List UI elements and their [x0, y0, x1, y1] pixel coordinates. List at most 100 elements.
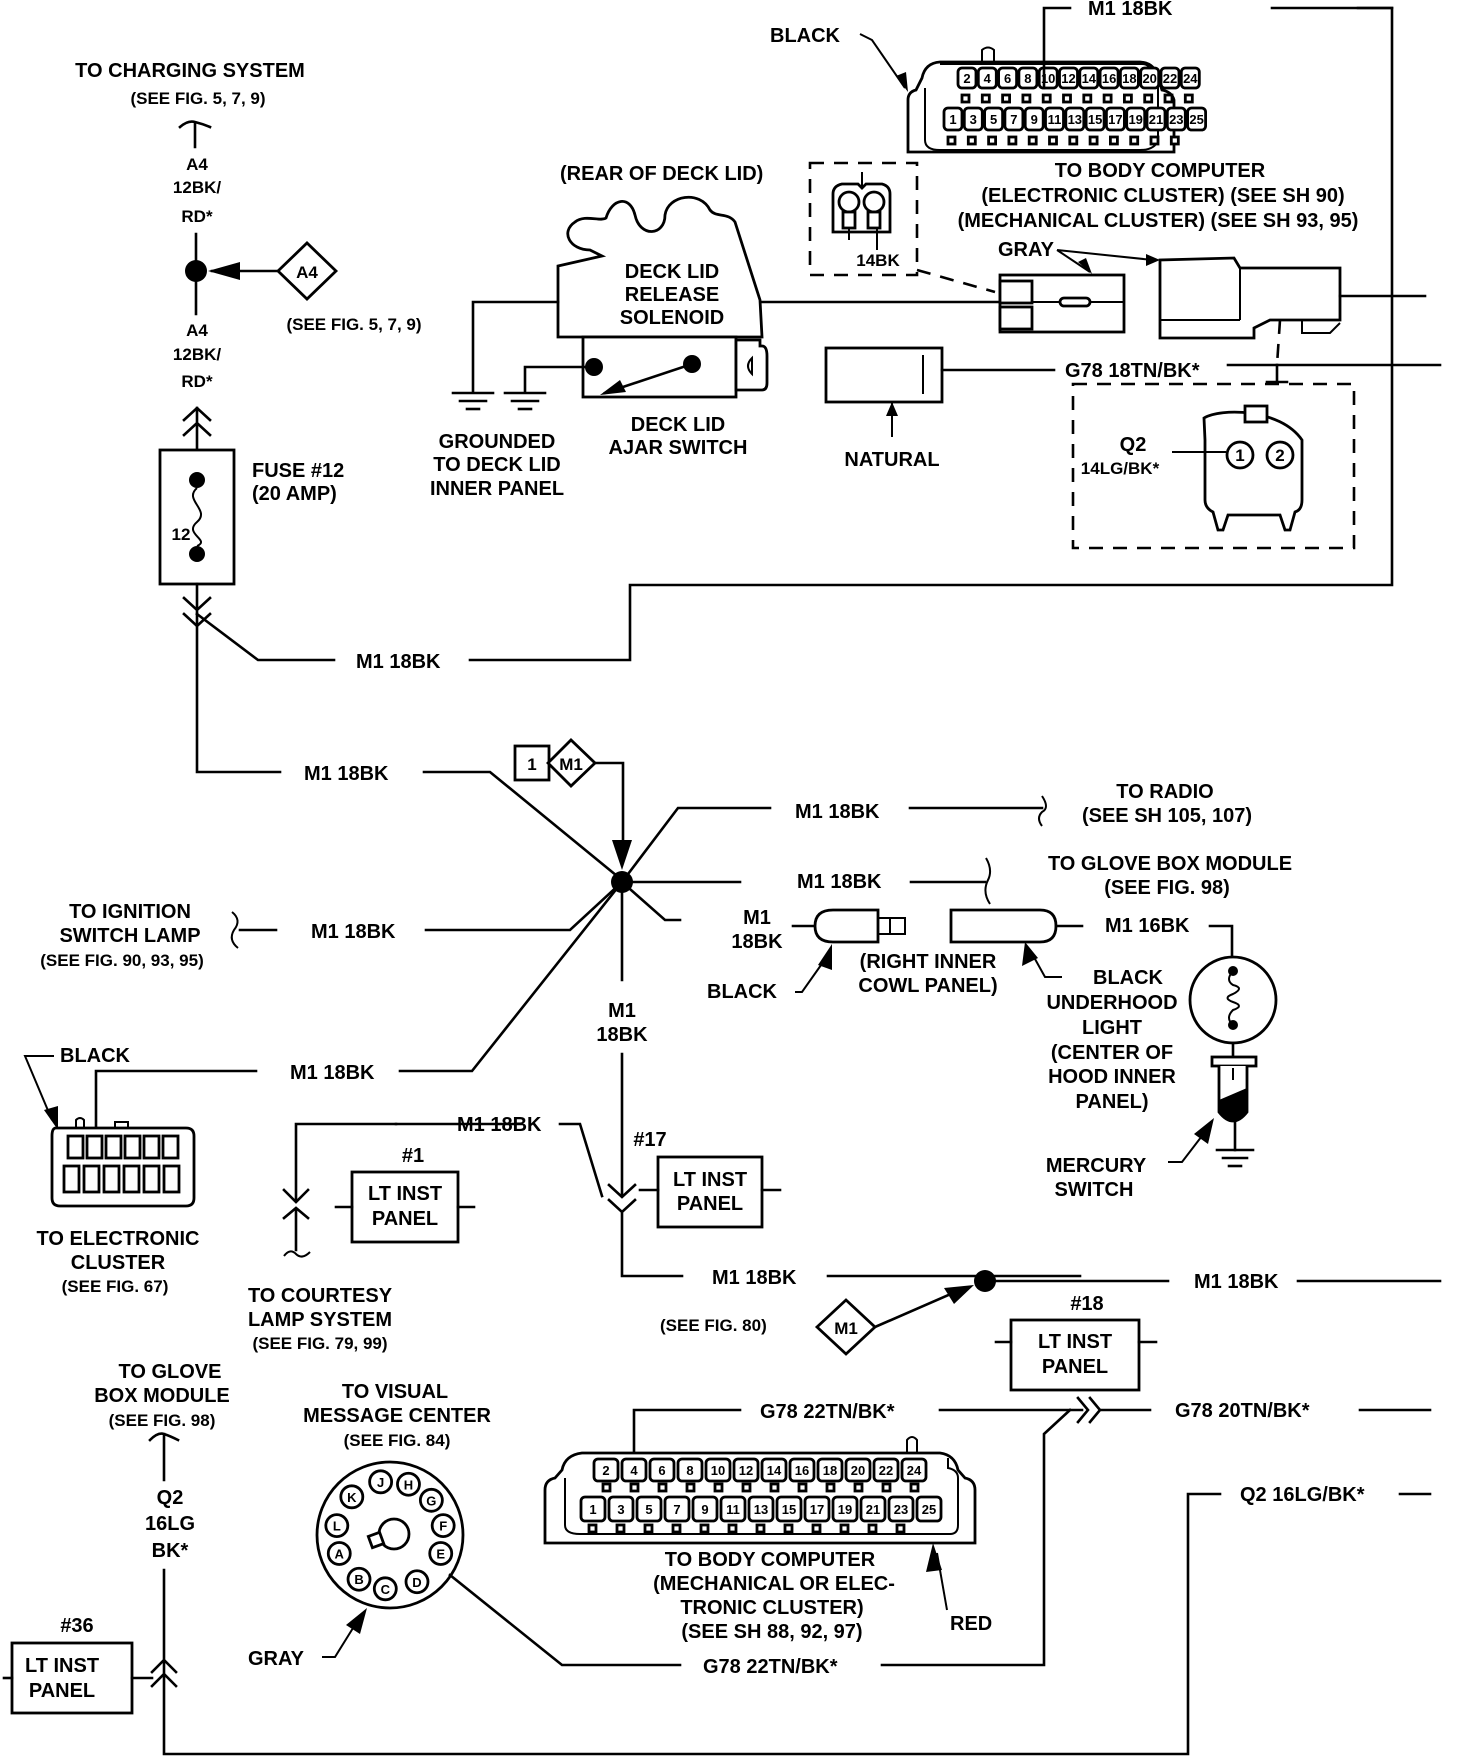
pin-slot — [1088, 135, 1099, 146]
connector-pin: 10 — [704, 1457, 732, 1483]
svg-text:22: 22 — [879, 1463, 893, 1478]
svg-text:4: 4 — [984, 71, 992, 86]
pin-slot — [1082, 93, 1093, 104]
wire-label-m1-lower: M1 18BK — [712, 1267, 797, 1289]
connector-pin: 1 — [579, 1495, 607, 1523]
svg-text:F: F — [439, 1519, 447, 1534]
wire-label-m1-lower-right: M1 18BK — [1194, 1271, 1279, 1293]
vmc-pin-c: C — [372, 1576, 398, 1602]
q2-label-1: Q2 — [1120, 434, 1147, 456]
connector-fork-icon — [148, 1432, 180, 1482]
svg-text:(SEE FIG. 67): (SEE FIG. 67) — [62, 1277, 169, 1296]
svg-text:BK*: BK* — [152, 1540, 189, 1562]
svg-text:17: 17 — [1108, 112, 1122, 127]
svg-text:LT INST: LT INST — [673, 1169, 747, 1191]
lamp-36: #36 LT INST PANEL — [2, 1615, 154, 1715]
connector-pin: 22 — [1159, 66, 1181, 90]
ground-icon — [1215, 1148, 1255, 1168]
svg-text:MESSAGE CENTER: MESSAGE CENTER — [303, 1405, 491, 1427]
svg-text:23: 23 — [894, 1502, 908, 1517]
connector-pin: 8 — [676, 1457, 704, 1483]
svg-text:12BK/: 12BK/ — [173, 178, 221, 197]
svg-text:15: 15 — [1088, 112, 1102, 127]
svg-text:16: 16 — [795, 1463, 809, 1478]
connector-pin: 25 — [1186, 106, 1207, 132]
svg-text:TO GLOVE: TO GLOVE — [119, 1361, 222, 1383]
connector-pin: 7 — [1003, 106, 1025, 132]
pin-slot — [1027, 135, 1038, 146]
cluster-color-label: BLACK — [60, 1045, 131, 1067]
svg-text:10: 10 — [711, 1463, 725, 1478]
wire-label-m1-down-1: M1 — [608, 1000, 636, 1022]
connector-pin: 6 — [997, 66, 1018, 90]
pin-slot — [1183, 93, 1194, 104]
svg-text:PANEL: PANEL — [29, 1680, 95, 1702]
svg-text:BLACK: BLACK — [1093, 967, 1164, 989]
courtesy-label: TO COURTESY LAMP SYSTEM (SEE FIG. 79, 99… — [248, 1285, 393, 1353]
svg-text:D: D — [412, 1575, 421, 1590]
arrow-icon — [926, 1543, 942, 1572]
svg-text:12: 12 — [739, 1463, 753, 1478]
svg-text:(SEE FIG. 84): (SEE FIG. 84) — [344, 1431, 451, 1450]
svg-text:9: 9 — [701, 1502, 708, 1517]
connector-pin: 2 — [956, 66, 978, 90]
svg-text:13: 13 — [1068, 112, 1082, 127]
svg-text:INNER PANEL: INNER PANEL — [430, 478, 564, 500]
connector-pin: 13 — [1064, 106, 1086, 132]
q2-bottom-wire-label: Q2 16LG BK* — [145, 1487, 195, 1562]
a4-splice-note: (SEE FIG. 5, 7, 9) — [286, 315, 421, 334]
svg-text:TO COURTESY: TO COURTESY — [248, 1285, 393, 1307]
pin-slot — [895, 1523, 906, 1534]
connector-pin: 16 — [1098, 66, 1120, 90]
wire-label-m1-courtesy: M1 18BK — [457, 1114, 542, 1136]
natural-label: NATURAL — [844, 449, 939, 471]
mercury-label-1: MERCURY — [1046, 1155, 1147, 1177]
wire-label-q2-right: Q2 16LG/BK* — [1240, 1484, 1365, 1506]
connector-break-icon — [1038, 795, 1047, 827]
svg-text:15: 15 — [782, 1502, 796, 1517]
a4-splice-diamond: A4 — [275, 241, 339, 301]
connector-pin: 15 — [775, 1495, 803, 1523]
pin-cell — [104, 1134, 123, 1160]
svg-text:HOOD INNER: HOOD INNER — [1048, 1066, 1176, 1088]
pin-slot — [1068, 135, 1079, 146]
connector-pin: 21 — [1145, 106, 1167, 132]
svg-text:25: 25 — [922, 1502, 936, 1517]
pin-slot — [797, 1482, 808, 1493]
connector-pin: 14 — [1078, 66, 1100, 90]
lamp-1: #1 LT INST PANEL — [334, 1145, 476, 1244]
pin-slot — [1048, 135, 1058, 146]
pin-slot — [755, 1523, 766, 1534]
natural-connector — [824, 346, 944, 404]
svg-text:PANEL: PANEL — [677, 1193, 743, 1215]
pin-cell — [66, 1134, 85, 1160]
svg-text:A4: A4 — [296, 263, 318, 282]
connector-pin: 9 — [1023, 106, 1045, 132]
arrow-icon — [944, 1285, 974, 1304]
svg-text:M1: M1 — [559, 755, 583, 774]
pin-slot — [1041, 93, 1052, 104]
vmc-pin-b: B — [346, 1566, 372, 1592]
cowl-connector-male — [813, 908, 906, 944]
vmc-label: TO VISUAL MESSAGE CENTER (SEE FIG. 84) — [303, 1381, 491, 1450]
pin-slot — [629, 1482, 640, 1493]
svg-text:9: 9 — [1031, 112, 1038, 127]
wire-label-m1-underhood: M1 16BK — [1105, 915, 1190, 937]
connector-pin: 6 — [648, 1457, 676, 1483]
svg-text:11: 11 — [1048, 112, 1062, 127]
connector-pin: 12 — [1058, 66, 1079, 90]
see-fig-80: (SEE FIG. 80) — [660, 1316, 767, 1335]
pin-cell — [102, 1164, 121, 1194]
switch-plunger-icon — [747, 355, 753, 377]
svg-text:5: 5 — [645, 1502, 652, 1517]
wire-label-g78-right: G78 20TN/BK* — [1175, 1400, 1310, 1422]
pin-slot — [1007, 135, 1018, 146]
svg-text:G: G — [426, 1493, 436, 1508]
svg-text:19: 19 — [1128, 112, 1142, 127]
pin-cell — [62, 1164, 81, 1194]
radio-label-2: (SEE SH 105, 107) — [1082, 805, 1252, 827]
svg-text:A4: A4 — [186, 155, 208, 174]
cowl-location-2: COWL PANEL) — [858, 975, 997, 997]
